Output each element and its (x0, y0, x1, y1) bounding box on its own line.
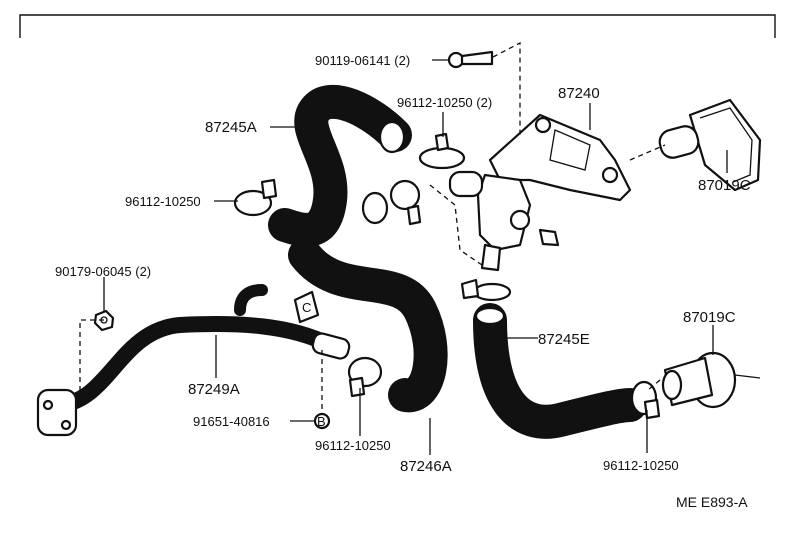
label-nut: 90179-06045 (2) (55, 264, 151, 279)
label-clamp-right: 96112-10250 (603, 458, 679, 473)
label-clamp-left: 96112-10250 (125, 194, 201, 209)
label-hose-e: 87245E (538, 331, 590, 348)
label-bolt: 90119-06141 (2) (315, 53, 410, 68)
valve-87240 (448, 113, 632, 272)
bolt-marker-b: B (317, 414, 326, 429)
label-clamp-upper-pair: 96112-10250 (2) (397, 95, 492, 110)
clamp-upper-pair (389, 132, 466, 226)
dash-valve-to-clamp (429, 184, 483, 266)
label-pipe: 87249A (188, 381, 240, 398)
label-hose-a: 87245A (205, 119, 257, 136)
bracket-marker-c: C (302, 300, 311, 315)
bolt-b-marker: B (313, 412, 331, 430)
clamp-left (233, 178, 278, 217)
label-grommet-right: 87019C (683, 309, 736, 326)
drawing-code: ME E893-A (676, 494, 748, 510)
dash-nut-to-pipe (79, 319, 104, 395)
label-valve: 87240 (558, 85, 600, 102)
dash-grommet-right (647, 379, 661, 391)
grommet-87019c-top (658, 98, 762, 192)
grommet-87019c-right (661, 351, 761, 409)
hose-87245e (473, 303, 647, 439)
bolt-90119-06141 (447, 50, 494, 69)
pipe-87249a: C (36, 284, 351, 437)
label-clamp-lower: 96112-10250 (315, 438, 391, 453)
dash-valve-to-grommet (629, 144, 666, 161)
label-grommet-top: 87019C (698, 177, 751, 194)
frame-border (19, 14, 776, 38)
label-bolt-b: 91651-40816 (193, 414, 270, 429)
label-hose-b: 87246A (400, 458, 452, 475)
clamp-right (630, 380, 661, 420)
hose-87246a (288, 191, 448, 413)
hose-87245a (268, 84, 412, 247)
clamp-center (460, 278, 512, 302)
dash-bolt-to-valve (492, 41, 521, 135)
clamp-lower (347, 356, 383, 398)
